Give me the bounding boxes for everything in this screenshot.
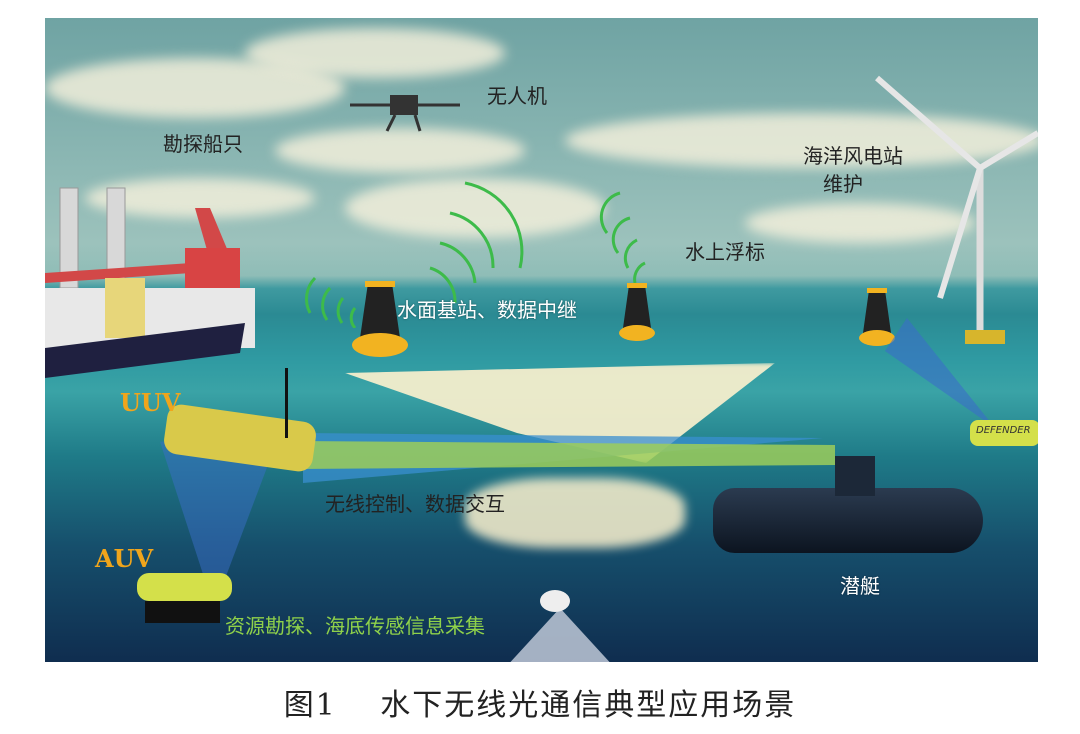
rov-brand-text: DEFENDER (976, 425, 1031, 436)
buoy-icon (859, 288, 895, 346)
drone-icon (350, 95, 460, 132)
figure-caption: 图1 水下无线光通信典型应用场景 (283, 688, 797, 723)
rov-vehicle-icon: DEFENDER (970, 420, 1038, 446)
label-wind-farm-1: 海洋风电站 (803, 144, 903, 168)
cloud (745, 203, 975, 243)
cloud (275, 128, 525, 173)
label-auv: AUV (95, 544, 154, 573)
optical-beam-green (295, 441, 835, 469)
label-wireless-control: 无线控制、数据交互 (325, 492, 505, 516)
sensor-pod-icon (540, 590, 570, 612)
label-survey-ship: 勘探船只 (163, 132, 243, 156)
uuv-antenna-icon (285, 368, 288, 438)
label-surface-base-station: 水面基站、数据中继 (397, 298, 577, 322)
wireless-signal-icon (305, 181, 646, 328)
wind-turbine-icon (875, 75, 1038, 344)
buoy-icon (619, 283, 655, 341)
label-drone: 无人机 (487, 84, 547, 108)
submarine-icon (713, 488, 983, 553)
cloud (565, 113, 1038, 168)
light-patch (465, 478, 685, 548)
cloud (245, 28, 505, 78)
label-resource-exploration: 资源勘探、海底传感信息采集 (225, 614, 485, 638)
label-submarine: 潜艇 (840, 574, 880, 598)
optical-beam-bottom (505, 608, 615, 662)
survey-ship-icon (45, 187, 255, 378)
buoy-icon (352, 281, 408, 357)
submarine-tower (835, 456, 875, 496)
scene-illustration: DEFENDER 勘探船只 无人机 海洋风电站 维护 水上浮标 水面基站、数据中… (45, 18, 1038, 662)
label-uuv: UUV (120, 388, 181, 417)
label-wind-farm-2: 维护 (823, 172, 863, 196)
label-surface-buoy: 水上浮标 (685, 240, 765, 264)
auv-vehicle-icon (137, 573, 232, 601)
cloud (345, 178, 605, 238)
auv-body (145, 601, 220, 623)
